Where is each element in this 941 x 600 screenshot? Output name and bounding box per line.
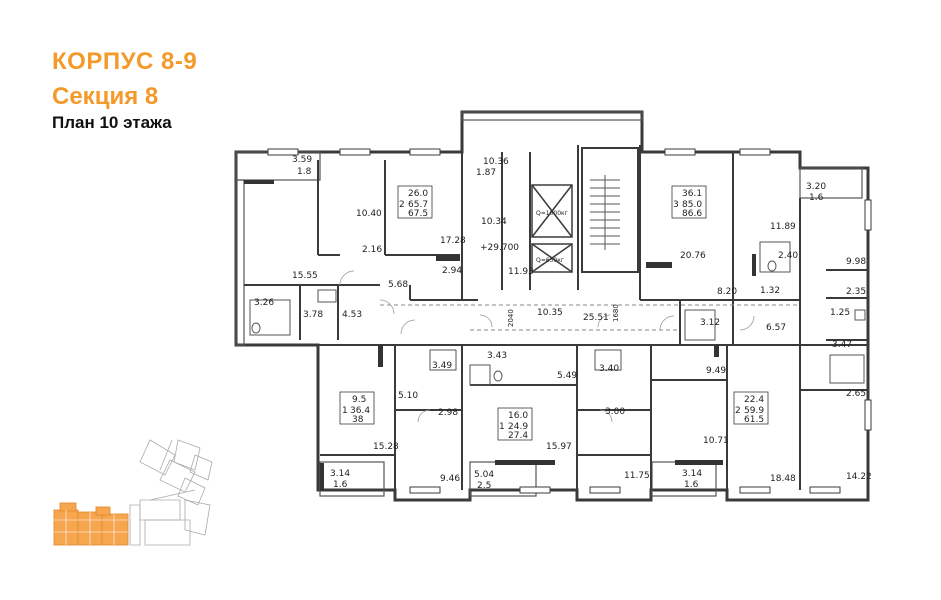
room-label: 8.20 — [717, 287, 737, 297]
room-label: 9.49 — [706, 366, 726, 376]
room-label: 1.6 — [684, 480, 699, 490]
room-label: 10.34 — [481, 217, 507, 227]
room-label: 3.47 — [832, 340, 852, 350]
key-plan-highlighted-section — [53, 502, 129, 546]
apartment-total-area: 59.9 — [744, 406, 764, 416]
room-label: 6.57 — [766, 323, 786, 333]
room-label: 3.78 — [303, 310, 323, 320]
room-label: 18.48 — [770, 474, 796, 484]
building-title: КОРПУС 8-9 — [52, 48, 198, 75]
room-label: 17.28 — [440, 236, 466, 246]
room-label: 1.25 — [830, 308, 850, 318]
windows — [267, 148, 872, 494]
apartment-summary-boxes — [339, 185, 769, 441]
apartment-area-with-balcony: 27.4 — [508, 431, 528, 441]
room-label: 1.8 — [297, 167, 312, 177]
section-title: Секция 8 — [52, 83, 159, 110]
room-label: 10.71 — [703, 436, 729, 446]
room-label: 15.55 — [292, 271, 318, 281]
interior-walls — [244, 145, 868, 490]
room-label: 3.14 — [330, 469, 350, 479]
apartment-total-area: 85.0 — [682, 200, 702, 210]
room-label: 2.65 — [846, 389, 866, 399]
key-plan-map — [53, 439, 213, 546]
room-label: 25.51 — [583, 313, 609, 323]
room-label: 3.00 — [605, 407, 625, 417]
room-label: 20.76 — [680, 251, 706, 261]
apartment-living-area: 22.4 — [744, 395, 764, 405]
apartment-living-area: 16.0 — [508, 411, 528, 421]
apartment-rooms: 1 — [499, 422, 505, 432]
apartment-area-with-balcony: 67.5 — [408, 209, 428, 219]
kitchen-counters — [244, 180, 756, 491]
room-label: 11.75 — [624, 471, 650, 481]
room-label: 2.40 — [778, 251, 798, 261]
room-label: 10.35 — [537, 308, 563, 318]
room-label: 3.40 — [599, 364, 619, 374]
room-label: 2.16 — [362, 245, 382, 255]
room-label: 3.43 — [487, 351, 507, 361]
room-label: 1.32 — [760, 286, 780, 296]
room-label: 11.89 — [770, 222, 796, 232]
room-area-labels: 3.59 1.8 10.40 2.16 15.55 5.68 3.26 3.78… — [254, 155, 872, 491]
apartment-rooms: 2 — [735, 406, 741, 416]
room-label: 15.97 — [546, 442, 572, 452]
room-label: Q=1000кг — [536, 210, 568, 217]
room-label: 9.98 — [846, 257, 866, 267]
apartment-rooms: 2 — [399, 200, 405, 210]
room-label: 1.6 — [333, 480, 348, 490]
room-label: 3.20 — [806, 182, 826, 192]
room-label: 5.49 — [557, 371, 577, 381]
balconies — [235, 111, 863, 497]
room-label: 3.14 — [682, 469, 702, 479]
room-label: 3.49 — [432, 361, 452, 371]
apartment-total-area: 65.7 — [408, 200, 428, 210]
room-label: +29.700 — [480, 243, 519, 253]
room-label: 4.53 — [342, 310, 362, 320]
room-label: 2.98 — [438, 408, 458, 418]
apartment-area-with-balcony: 38 — [352, 415, 364, 425]
room-label: 9.46 — [440, 474, 460, 484]
apartment-total-area: 24.9 — [508, 422, 528, 432]
room-label: 5.68 — [388, 280, 408, 290]
room-label: 15.28 — [373, 442, 399, 452]
room-label: 3.59 — [292, 155, 312, 165]
elevators — [531, 184, 573, 273]
apartment-area-with-balcony: 61.5 — [744, 415, 764, 425]
bathroom-fixtures — [249, 241, 866, 386]
apartment-rooms: 3 — [673, 200, 679, 210]
room-label: 3.26 — [254, 298, 274, 308]
corridor — [380, 304, 800, 331]
apartment-living-area: 26.0 — [408, 189, 428, 199]
room-label: 2040 — [507, 309, 515, 327]
room-label: 5.04 — [474, 470, 494, 480]
apartment-living-area: 36.1 — [682, 189, 702, 199]
apartment-summaries: 26.0 2 65.7 67.5 36.1 3 85.0 86.6 9.5 1 … — [342, 189, 764, 441]
room-label: 2.35 — [846, 287, 866, 297]
room-label: 2.5 — [477, 481, 491, 491]
apartment-rooms: 1 — [342, 406, 348, 416]
room-label: 10.40 — [356, 209, 382, 219]
room-label: Q=630кг — [536, 257, 564, 264]
room-label: 14.22 — [846, 472, 872, 482]
staircase — [590, 175, 620, 250]
room-label: 2.94 — [442, 266, 462, 276]
room-label: 3.12 — [700, 318, 720, 328]
doors — [339, 270, 755, 423]
room-label: 1.87 — [476, 168, 496, 178]
apartment-total-area: 36.4 — [350, 406, 370, 416]
apartment-living-area: 9.5 — [352, 395, 366, 405]
room-label: 1680 — [612, 304, 620, 322]
apartment-area-with-balcony: 86.6 — [682, 209, 702, 219]
room-label: 1.6 — [809, 193, 824, 203]
room-label: 10.36 — [483, 157, 509, 167]
floor-plan-title: План 10 этажа — [52, 113, 172, 132]
room-label: 5.10 — [398, 391, 418, 401]
room-label: 11.93 — [508, 267, 534, 277]
